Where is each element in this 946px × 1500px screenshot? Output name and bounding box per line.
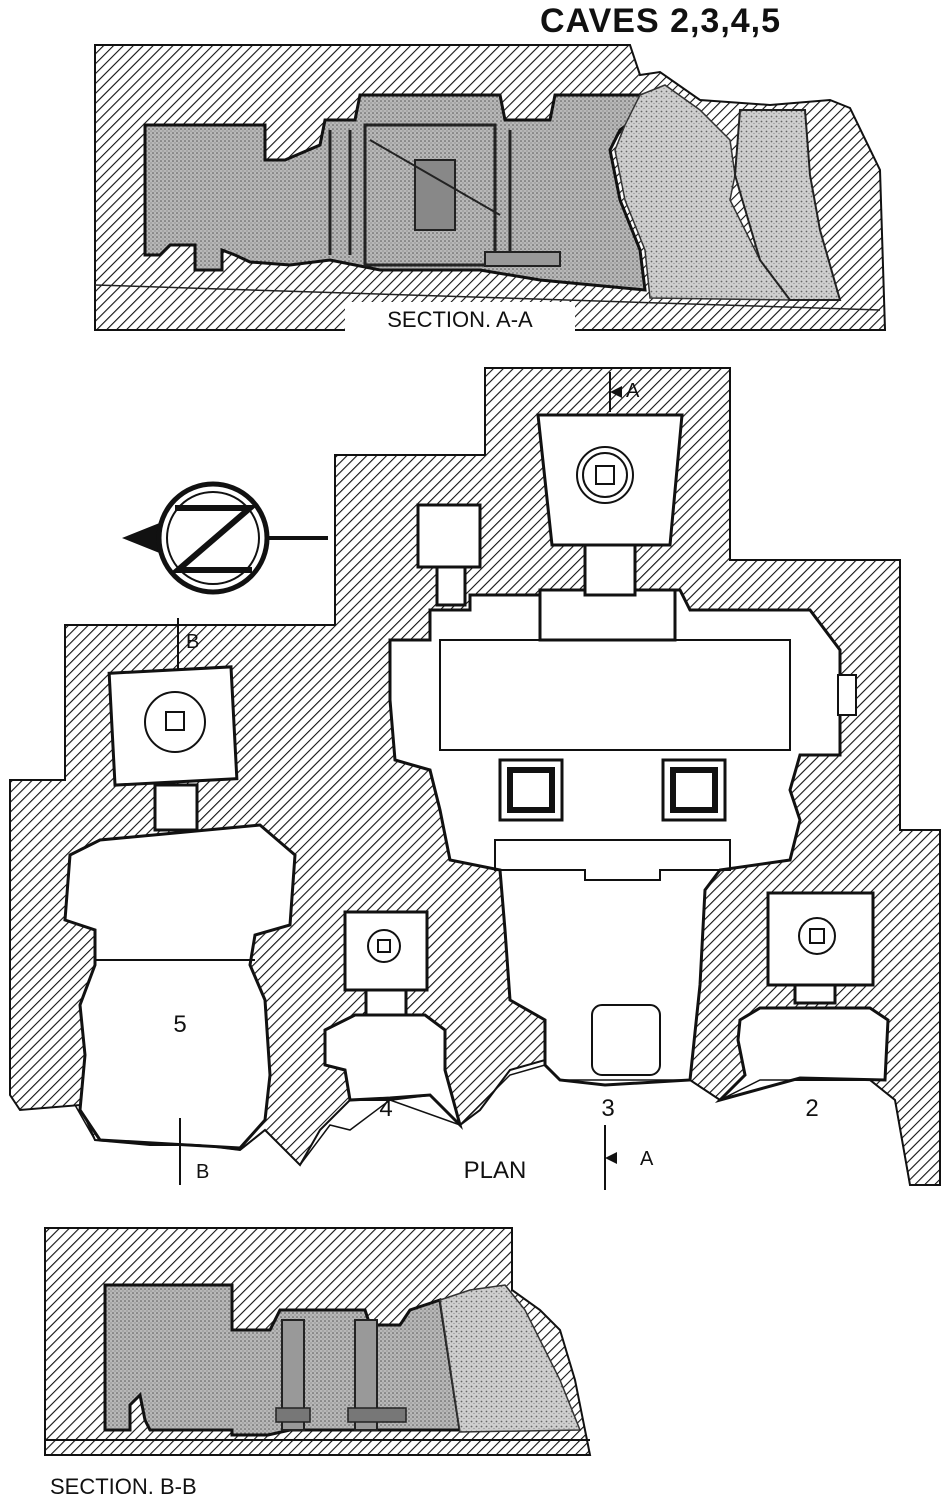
section-a-a: SECTION. A-A (94, 44, 887, 336)
section-a-shrine-frame (363, 123, 497, 267)
cave-5-linga (165, 711, 185, 731)
cave-5-passage (153, 783, 199, 832)
cut-marker-b-top: B (186, 631, 199, 653)
section-b-column-2 (354, 1319, 378, 1431)
section-a-column-base (484, 251, 561, 267)
cut-marker-b-bottom: B (196, 1161, 209, 1183)
plan-label: PLAN (464, 1157, 527, 1184)
cave-3-steps (494, 839, 731, 881)
cave-3-pillar-left-core (507, 767, 555, 813)
cave-2-linga (809, 928, 825, 944)
cave-3-pillar-right-core (670, 767, 718, 813)
cave-2 (714, 891, 890, 1103)
cut-arrow-a-bottom-icon (605, 1152, 617, 1164)
section-b-rock-face (439, 1284, 582, 1433)
cut-marker-a-top: A (626, 380, 640, 402)
section-b-label: SECTION. B-B (50, 1474, 197, 1499)
cave-5-number: 5 (173, 1011, 186, 1038)
cave-5-hall (63, 823, 297, 1150)
cave-3-linga-ring (582, 452, 628, 498)
cave-3-passage (583, 543, 637, 597)
cave-3-linga (595, 465, 615, 485)
cave-4-number: 4 (379, 1095, 392, 1122)
cave-3 (388, 413, 857, 1087)
section-b-label-box (45, 1463, 255, 1499)
cave-4-linga-pedestal (367, 929, 401, 963)
section-b-column-1 (281, 1319, 305, 1431)
plan-view: A A B B 5 4 3 2 PLAN (9, 367, 941, 1190)
drawing-title: CAVES 2,3,4,5 (540, 2, 782, 40)
section-a-label-box (345, 302, 575, 336)
cave-3-number: 3 (601, 1095, 614, 1122)
cave-4-hall (323, 1013, 463, 1131)
cave-2-passage (793, 983, 837, 1005)
section-b-column-base-2 (347, 1407, 407, 1423)
cave-3-side-cell-passage (435, 563, 467, 607)
cave-4-passage (364, 988, 408, 1017)
section-a-ground (94, 284, 881, 311)
section-a-niche (414, 159, 456, 231)
cave-3-porch-slab (591, 1004, 661, 1076)
cave-3-side-cell (416, 503, 482, 569)
cave-3-east-niche (837, 674, 857, 716)
section-a-slope (369, 139, 501, 216)
section-b-b: SECTION. B-B (44, 1227, 592, 1499)
section-b-column-base-1 (275, 1407, 311, 1423)
section-a-pillar-stub (733, 109, 842, 301)
section-a-label: SECTION. A-A (387, 307, 533, 332)
north-arrow-icon (122, 481, 328, 595)
section-a-cave-profile (143, 93, 647, 292)
cut-arrow-a-top-icon (610, 386, 622, 398)
cave-4-linga (377, 939, 391, 953)
cave-3-linga-pedestal (576, 446, 634, 504)
plan-ground-line (74, 1064, 911, 1186)
cave-5-linga-pedestal (144, 691, 206, 753)
cut-marker-a-bottom: A (640, 1148, 654, 1170)
cave-2-linga-pedestal (798, 917, 836, 955)
cave-4 (323, 910, 463, 1131)
cave-3-antechamber (538, 588, 677, 642)
cave-2-number: 2 (805, 1095, 818, 1122)
cave-5 (63, 665, 297, 1150)
cave-2-hall (714, 1006, 890, 1103)
